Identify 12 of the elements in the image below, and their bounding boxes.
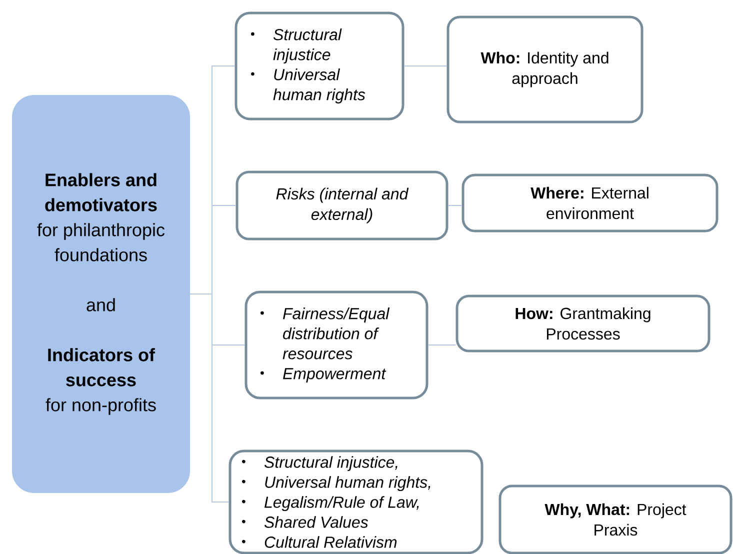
connector-line [428, 344, 456, 346]
rounded-box: Risks (internal and external) [236, 170, 448, 240]
connector-line [190, 294, 230, 502]
rounded-box: Where: External environment [462, 174, 718, 232]
rounded-box: Enablers and demotivators for philanthropic foundations and Indicators of success for non-profits [12, 95, 190, 493]
bullet-list-box: Structural injustice Universal human rights [234, 12, 404, 120]
rounded-box: Who: Identity and approach [446, 16, 644, 124]
rounded-box: Why, What: Project Praxis [498, 484, 732, 554]
bullet-list-box: Fairness/Equal distribution of resources Empowerment [244, 290, 428, 400]
connector-line [448, 205, 462, 206]
bullet-list-box: Structural injustice, Universal human rights, Legalism/Rule of Law, Shared Values Cultural Relativism [228, 450, 484, 554]
rounded-box: How: Grantmaking Processes [456, 294, 710, 352]
